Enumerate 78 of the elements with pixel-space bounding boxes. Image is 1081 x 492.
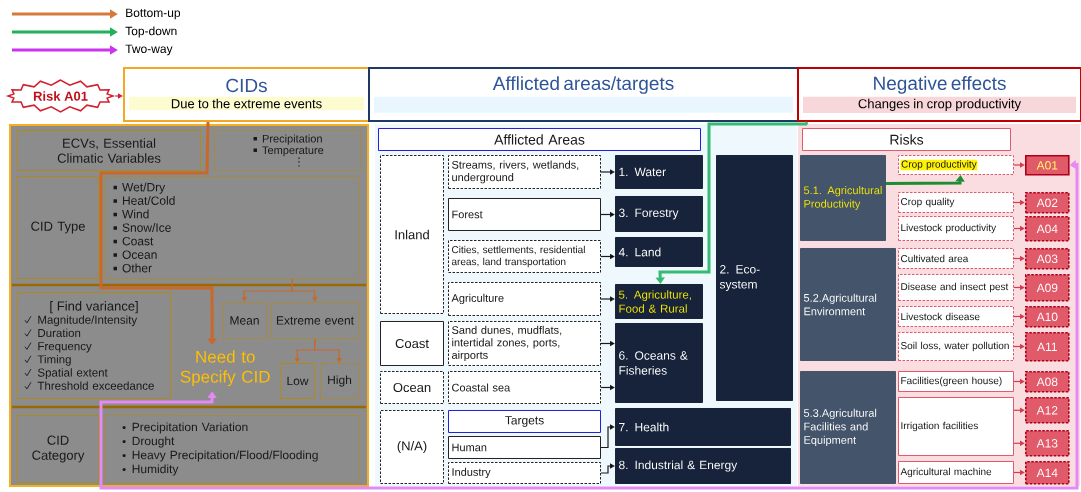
- text-box: Sand dunes, mudflats, intertidal zones, ports, airports: [448, 321, 601, 366]
- category-box: 5. Agriculture, Food & Rural: [615, 284, 703, 319]
- arrow: [600, 424, 615, 449]
- arrow: [600, 463, 615, 474]
- legend-label: Two-way: [125, 44, 173, 56]
- risk-item-box: Cultivated area: [898, 248, 1014, 269]
- header-box: Negative effects Changes in crop productivity: [797, 67, 1081, 122]
- label-box: Mean: [222, 302, 267, 339]
- arrow: [1013, 407, 1025, 413]
- header-box: Afflicted areas/targets: [368, 67, 799, 122]
- risk-code-box: A01: [1025, 155, 1070, 176]
- callout-text: Need to Specify CID: [180, 350, 270, 387]
- label-box: Ocean: [380, 371, 444, 404]
- label-box: Extreme event: [271, 302, 359, 339]
- legend-label: Bottom-up: [126, 8, 181, 20]
- risk-item-box: Irrigation facilities: [898, 397, 1014, 456]
- text-box: Agriculture: [448, 282, 601, 316]
- arrow: [291, 278, 318, 302]
- label-box: CID Type: [17, 176, 99, 279]
- risk-item-box: Livestock productivity: [898, 216, 1014, 241]
- category-box: 1. Water: [615, 155, 703, 189]
- text-box: Industry: [448, 462, 601, 484]
- risk-code-box: A09: [1025, 274, 1070, 302]
- text-box: Streams, rivers, wetlands, underground: [448, 155, 601, 189]
- text-box: Forest: [448, 198, 601, 231]
- text-box: Human: [448, 436, 601, 459]
- risk-code-box: A04: [1025, 216, 1070, 242]
- title-box: Targets: [448, 410, 601, 433]
- category-box: 5.1. Agricultural Productivity: [800, 155, 886, 241]
- category-box: 4. Land: [615, 237, 703, 267]
- category-box: 5.3.Agricultural Facilities and Equipment: [800, 371, 896, 484]
- category-box: 3. Forestry: [615, 196, 703, 232]
- label-box: Low: [280, 363, 315, 399]
- risk-code-box: A03: [1025, 248, 1070, 270]
- risk-code-box: A02: [1025, 192, 1070, 214]
- legend-label: Top-down: [125, 26, 177, 38]
- risk-code-box: A11: [1025, 332, 1070, 362]
- title-box: Afflicted Areas: [378, 128, 701, 151]
- label-box: Inland: [380, 155, 444, 314]
- category-box: 2. Eco-system: [716, 155, 793, 401]
- risk-badge: Risk A01: [5, 79, 116, 113]
- label-box: Coast: [380, 321, 444, 366]
- risk-item-box: Crop quality: [898, 192, 1014, 213]
- arrow: [114, 93, 123, 99]
- risk-item-box: Agricultural machine: [898, 461, 1014, 484]
- label-box: High: [320, 363, 359, 399]
- list-box: Precipitation Temperature ⋮: [214, 130, 361, 171]
- category-box: 6. Oceans & Fisheries: [615, 323, 703, 403]
- list-box: Wet/Dry Heat/Cold Wind Snow/Ice Coast Ocean Other: [105, 176, 359, 279]
- category-box: 7. Health: [615, 408, 791, 446]
- label-box: (N/A): [380, 410, 444, 484]
- risk-code-box: A12: [1025, 397, 1070, 424]
- label-box: CID Category: [17, 415, 99, 483]
- category-box: 5.2.Agricultural Environment: [800, 248, 896, 361]
- arrow: [600, 169, 615, 175]
- list-box: Precipitation Variation Drought Heavy Precipitation/Flood/Flooding Humidity: [105, 415, 359, 483]
- risk-code-box: A08: [1025, 371, 1070, 393]
- category-box: 8. Industrial & Energy: [615, 448, 791, 484]
- arrow: [1013, 162, 1025, 168]
- checklist-box: [ Find variance] Magnitude/Intensity Duration Frequency Timing Spatial extent Threshold exceedance: [17, 292, 171, 399]
- arrow: [99, 121, 217, 345]
- risk-code-box: A13: [1025, 430, 1070, 457]
- label-box: ECVs, Essential Climatic Variables: [17, 130, 201, 171]
- arrow: [1013, 440, 1025, 446]
- risk-item-box: Facilities(green house): [898, 371, 1014, 392]
- risk-item-box: Soil loss, water pollution: [898, 332, 1014, 361]
- risk-code-box: A14: [1025, 461, 1070, 485]
- text-box: Cities, settlements, residential areas, land transportation: [448, 240, 601, 273]
- text-box: Coastal sea: [448, 371, 601, 404]
- arrow: [886, 175, 965, 185]
- arrow: [600, 296, 615, 302]
- title-box: Risks: [802, 128, 1011, 151]
- risk-item-box: Livestock disease: [898, 306, 1014, 327]
- arrow: [313, 338, 342, 363]
- risk-code-box: A10: [1025, 306, 1070, 328]
- header-box: CIDs Due to the extreme events: [123, 67, 370, 122]
- risk-item-box: Crop productivity: [898, 155, 1014, 175]
- risk-item-box: Disease and insect pest: [898, 274, 1014, 301]
